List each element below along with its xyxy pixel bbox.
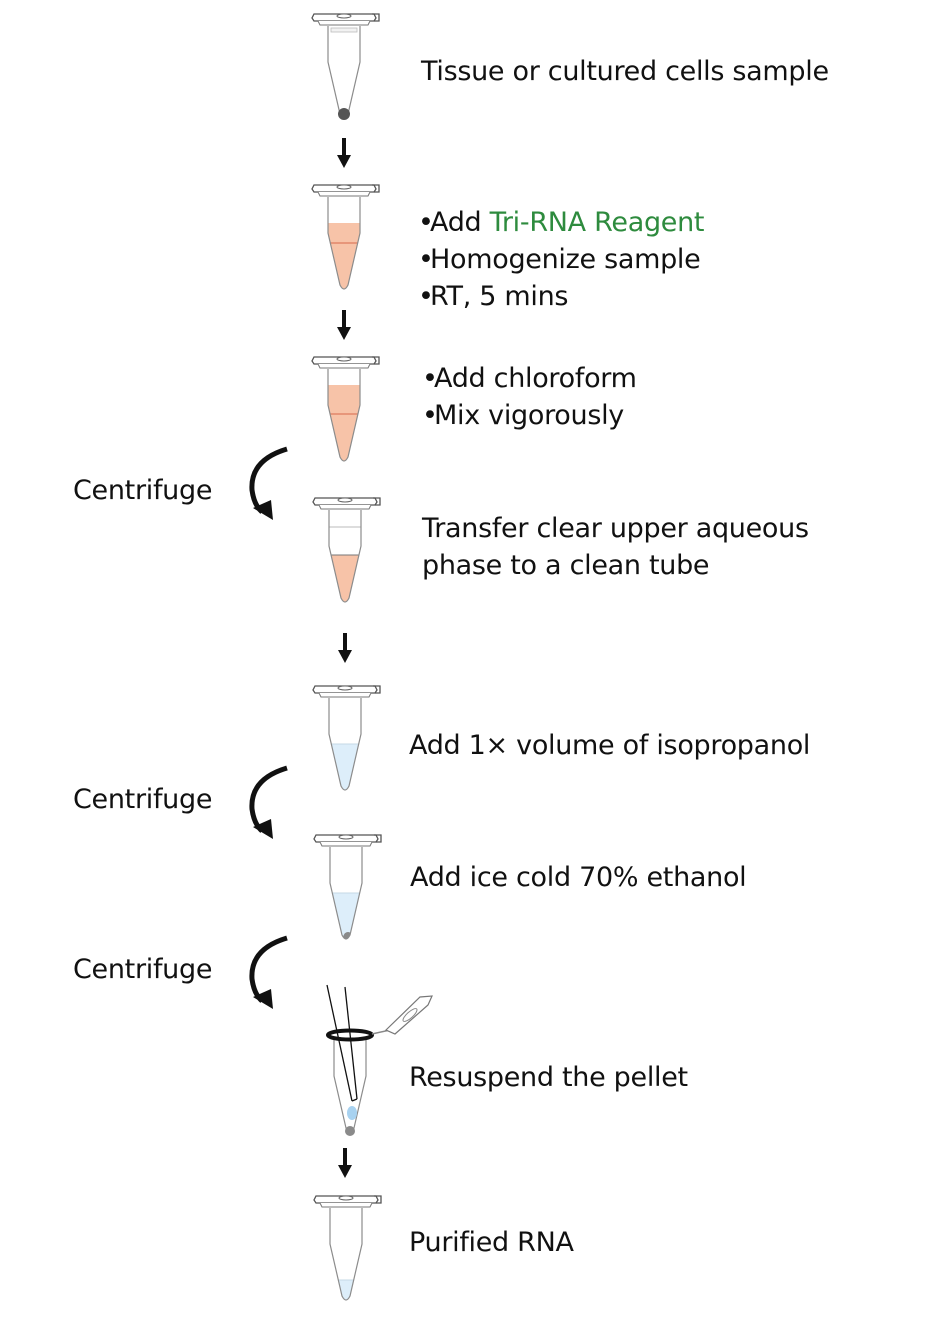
step-reagent-text-add: Add bbox=[430, 207, 490, 238]
step-purified-label: Purified RNA bbox=[409, 1227, 574, 1258]
tissue-pellet-icon bbox=[338, 108, 350, 120]
tube-ethanol bbox=[313, 834, 382, 940]
arrow-down-icon bbox=[337, 310, 351, 340]
reagent-name-highlight: Tri-RNA Reagent bbox=[489, 207, 705, 238]
droplet-icon bbox=[347, 1106, 357, 1120]
pipette-tip-icon bbox=[326, 984, 358, 1102]
step-sample-label: Tissue or cultured cells sample bbox=[421, 56, 829, 87]
arrow-down-icon bbox=[338, 1148, 352, 1178]
step-reagent-line-3: •RT, 5 mins bbox=[418, 278, 569, 315]
arrow-down-icon bbox=[338, 633, 352, 663]
step-isopropanol-label: Add 1× volume of isopropanol bbox=[409, 730, 811, 761]
step-ethanol-label: Add ice cold 70% ethanol bbox=[410, 862, 747, 893]
step-chloroform-line-1: •Add chloroform bbox=[422, 360, 637, 397]
centrifuge-label-1: Centrifuge bbox=[73, 475, 213, 506]
centrifuge-arrow-icon bbox=[249, 935, 288, 1009]
bullet-icon: • bbox=[418, 207, 434, 238]
arrow-down-icon bbox=[337, 138, 351, 168]
step-chloroform-text-add: Add chloroform bbox=[434, 363, 637, 394]
tube-resuspend bbox=[326, 984, 433, 1136]
tube-isopropanol bbox=[312, 685, 381, 791]
step-transfer-line-2: phase to a clean tube bbox=[422, 550, 710, 581]
step-reagent-text-homogenize: Homogenize sample bbox=[430, 244, 701, 275]
open-cap-icon bbox=[371, 995, 433, 1035]
centrifuge-arrow-icon bbox=[249, 765, 288, 839]
tube-sample bbox=[311, 13, 380, 120]
centrifuge-label-3: Centrifuge bbox=[73, 954, 213, 985]
tube-rim bbox=[326, 1028, 374, 1042]
step-chloroform-line-2: •Mix vigorously bbox=[422, 397, 624, 434]
centrifuge-label-2: Centrifuge bbox=[73, 784, 213, 815]
bullet-icon: • bbox=[422, 400, 438, 431]
step-resuspend-label: Resuspend the pellet bbox=[409, 1062, 688, 1093]
step-transfer-line-1: Transfer clear upper aqueous bbox=[422, 513, 809, 544]
tube-transfer bbox=[312, 497, 381, 603]
step-reagent-line-2: •Homogenize sample bbox=[418, 241, 701, 278]
rna-pellet-icon bbox=[345, 1126, 355, 1136]
step-reagent-line-1: •Add Tri-RNA Reagent bbox=[418, 204, 705, 241]
bullet-icon: • bbox=[422, 363, 438, 394]
tube-chloroform bbox=[311, 356, 380, 462]
step-reagent-text-rt: RT, 5 mins bbox=[430, 281, 569, 312]
tube-reagent bbox=[311, 184, 380, 290]
bullet-icon: • bbox=[418, 244, 434, 275]
step-chloroform-text-mix: Mix vigorously bbox=[434, 400, 624, 431]
tube-purified bbox=[313, 1195, 382, 1301]
centrifuge-arrow-icon bbox=[249, 446, 288, 520]
bullet-icon: • bbox=[418, 281, 434, 312]
